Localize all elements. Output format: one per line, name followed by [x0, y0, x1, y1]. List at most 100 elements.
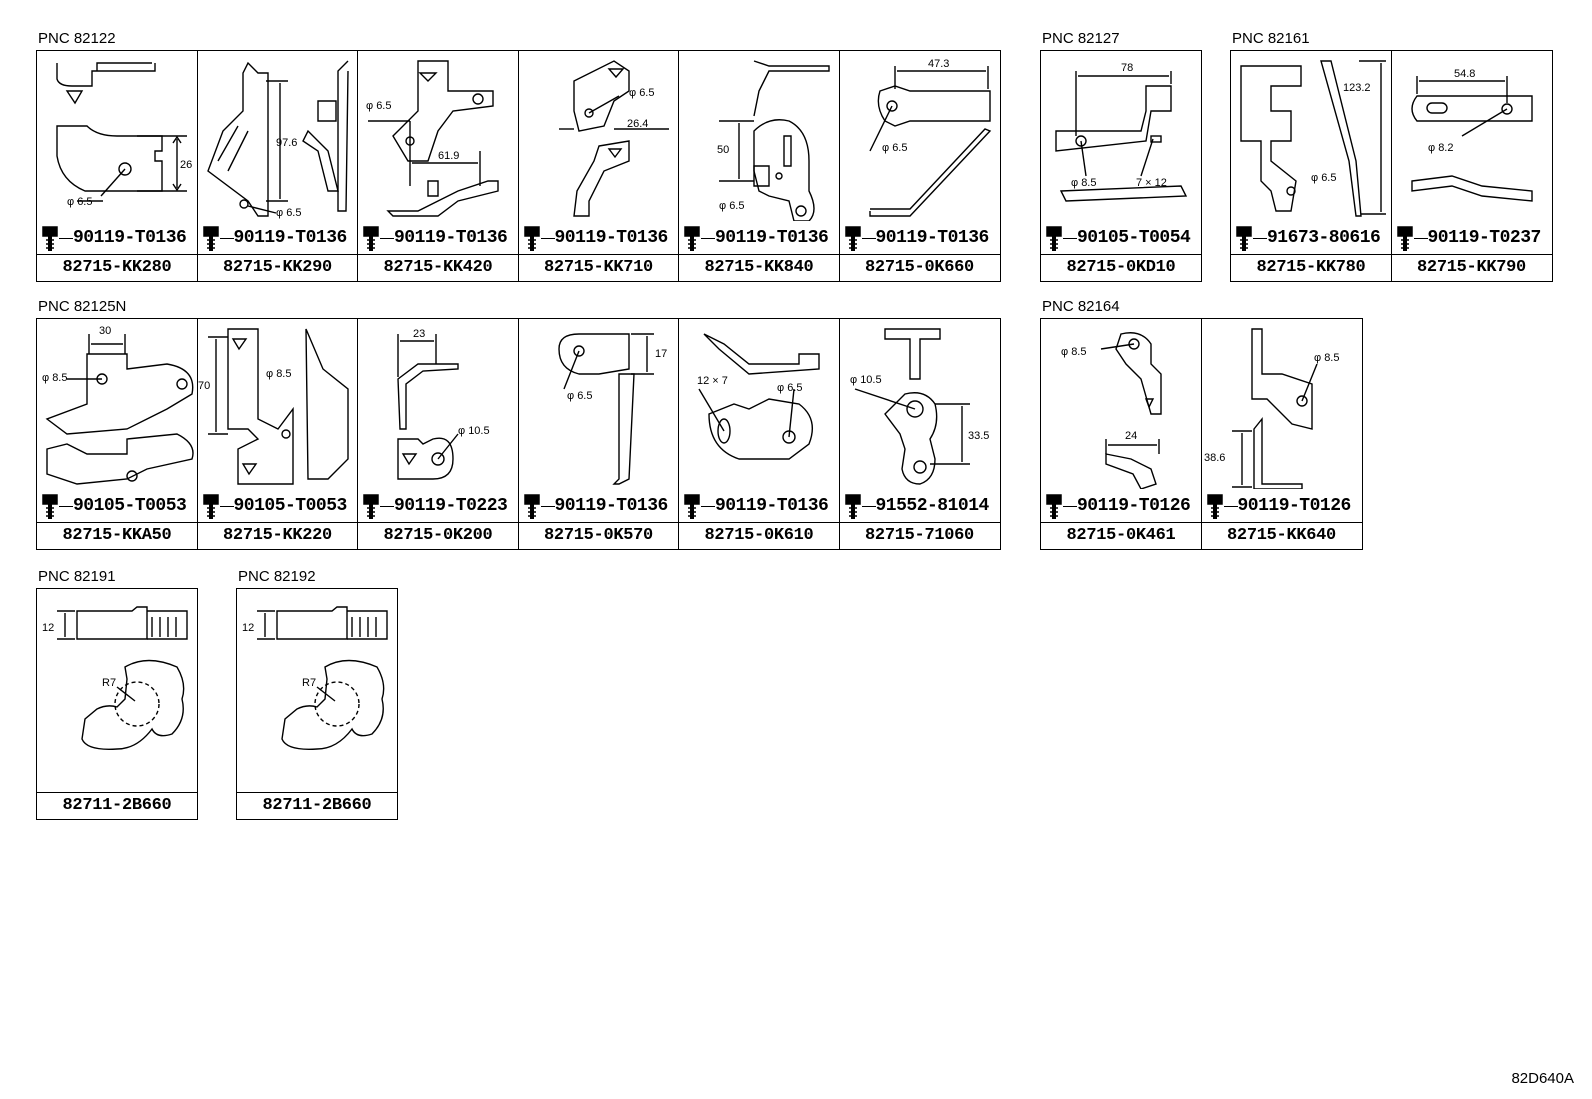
bracket-drawing: 78 φ 8.5 7 × 12	[1055, 62, 1188, 202]
bolt-leader	[1223, 506, 1238, 507]
dimension-label: 12	[242, 622, 254, 634]
bracket-drawing: 97.6 φ 6.5	[206, 60, 349, 219]
dimension-label: 47.3	[928, 58, 949, 70]
bolt-number: 90119-T0237	[1427, 228, 1542, 248]
bolt-row: 90119-T0136	[198, 223, 358, 253]
bolt-number: 90105-T0054	[1077, 228, 1191, 248]
bracket-drawing: 50 φ 6.5	[717, 60, 830, 221]
dimension-label: φ 8.2	[1428, 142, 1453, 154]
bolt-icon	[202, 494, 219, 519]
dimension-label: 17	[655, 348, 667, 360]
dimension-label: φ 10.5	[850, 374, 882, 386]
part-cell[interactable]: φ 10.5 33.5 91552-81014 82715-71060	[838, 318, 1001, 550]
bracket-drawing: 12 × 7 φ 6.5	[697, 333, 820, 460]
part-cell[interactable]: 78 φ 8.5 7 × 12 90105-T0054 82715-0KD10	[1040, 50, 1202, 282]
bolt-number: 90119-T0136	[715, 496, 829, 516]
dimension-label: φ 6.5	[719, 200, 744, 212]
part-cell[interactable]: 17 φ 6.5 90119-T0136 82715-0K570	[517, 318, 680, 550]
dimension-label: 54.8	[1454, 68, 1475, 80]
bolt-number: 90119-T0136	[233, 228, 348, 248]
group-label: PNC 82161	[1232, 30, 1310, 47]
dimension-label: R7	[302, 677, 316, 689]
bolt-icon	[684, 494, 700, 519]
part-cell[interactable]: φ 8.5 24 90119-T0126 82715-0K461	[1040, 318, 1202, 550]
part-cell[interactable]: φ 6.5 61.9 90119-T0136 82715-KK420	[357, 50, 519, 282]
bolt-row: 90119-T0136	[358, 223, 518, 253]
bolt-icon	[363, 494, 379, 519]
bolt-leader	[219, 506, 234, 507]
bracket-drawing: φ 6.5 61.9	[366, 60, 499, 217]
part-number: 82715-KK840	[679, 254, 839, 281]
bolt-row: 91673-80616	[1231, 223, 1391, 253]
group-label: PNC 82122	[38, 30, 116, 47]
part-cell[interactable]: 97.6 φ 6.5 90119-T0136 82715-KK290	[196, 50, 359, 282]
part-cell[interactable]: 26 φ 6.5 90119-T0136 82715-KK280	[36, 50, 198, 282]
bolt-icon	[844, 226, 861, 251]
dimension-label: φ 6.5	[1311, 172, 1336, 184]
part-cell[interactable]: 12 R7 82711-2B660	[236, 588, 398, 820]
dimension-label: 24	[1125, 430, 1137, 442]
part-number: 82715-KK780	[1231, 254, 1391, 281]
bolt-icon	[1046, 226, 1062, 251]
part-cell[interactable]: 54.8 φ 8.2 90119-T0237 82715-KK790	[1390, 50, 1553, 282]
dimension-label: 70	[198, 380, 210, 392]
dimension-label: 26	[180, 159, 192, 171]
part-number: 82715-KK710	[518, 254, 679, 281]
group-label: PNC 82125N	[38, 298, 127, 315]
group-label: PNC 82164	[1042, 298, 1120, 315]
dimension-label: 123.2	[1343, 82, 1371, 94]
part-cell[interactable]: 123.2 φ 6.5 91673-80616 82715-KK780	[1230, 50, 1392, 282]
bolt-number: 91552-81014	[875, 496, 990, 516]
bolt-number: 90119-T0223	[394, 496, 508, 516]
part-number: 82715-0KD10	[1041, 254, 1201, 281]
bracket-drawing: 30 φ 8.5	[42, 325, 194, 485]
bolt-row: 90119-T0136	[519, 223, 679, 253]
bolt-number: 90119-T0126	[1237, 496, 1352, 516]
bolt-icon	[1206, 494, 1223, 519]
bracket-drawing: 70 φ 8.5	[198, 328, 349, 485]
part-cell[interactable]: φ 6.5 26.4 90119-T0136 82715-KK710	[517, 50, 680, 282]
dimension-label: 38.6	[1204, 452, 1225, 464]
bolt-icon	[202, 226, 219, 251]
bolt-row: 90119-T0237	[1392, 223, 1552, 253]
part-cell[interactable]: φ 8.5 38.6 90119-T0126 82715-KK640	[1200, 318, 1363, 550]
dimension-label: φ 6.5	[567, 390, 592, 402]
bolt-row: 90119-T0136	[679, 491, 839, 521]
clip-drawing: 12 R7	[42, 606, 188, 750]
bolt-number: 90119-T0136	[875, 228, 990, 248]
bolt-leader	[1413, 238, 1428, 239]
bolt-number: 90119-T0136	[73, 228, 187, 248]
part-number: 82711-2B660	[37, 792, 197, 819]
group-label: PNC 82127	[1042, 30, 1120, 47]
dimension-label: φ 8.5	[1314, 352, 1339, 364]
part-cell[interactable]: 23 φ 10.5 90119-T0223 82715-0K200	[357, 318, 519, 550]
part-number: 82715-KKA50	[37, 522, 197, 549]
dimension-label: 23	[413, 328, 425, 340]
bolt-number: 90105-T0053	[73, 496, 187, 516]
part-cell[interactable]: 12 R7 82711-2B660	[36, 588, 198, 820]
part-cell[interactable]: 12 × 7 φ 6.5 90119-T0136 82715-0K610	[678, 318, 840, 550]
bracket-drawing: 123.2 φ 6.5	[1240, 60, 1386, 217]
part-number: 82715-71060	[839, 522, 1000, 549]
bolt-icon	[684, 226, 700, 251]
part-cell[interactable]: 47.3 φ 6.5 90119-T0136 82715-0K660	[838, 50, 1001, 282]
dimension-label: R7	[102, 677, 116, 689]
bracket-drawing: φ 8.5 38.6	[1204, 328, 1339, 489]
part-cell[interactable]: 50 φ 6.5 90119-T0136 82715-KK840	[678, 50, 840, 282]
part-number: 82715-KK220	[197, 522, 358, 549]
bolt-leader	[59, 506, 73, 507]
part-cell[interactable]: 30 φ 8.5 90105-T0053 82715-KKA50	[36, 318, 198, 550]
part-cell[interactable]: 70 φ 8.5 90105-T0053 82715-KK220	[196, 318, 359, 550]
bolt-leader	[861, 506, 876, 507]
dimension-label: φ 8.5	[1071, 177, 1096, 189]
bolt-icon	[1396, 226, 1413, 251]
part-number: 82711-2B660	[237, 792, 397, 819]
bolt-leader	[861, 238, 876, 239]
dimension-label: φ 8.5	[266, 368, 291, 380]
part-number: 82715-0K660	[839, 254, 1000, 281]
bolt-icon	[1046, 494, 1062, 519]
bolt-leader	[701, 506, 715, 507]
dimension-label: φ 8.5	[1061, 346, 1086, 358]
part-number: 82715-KK640	[1201, 522, 1362, 549]
bolt-leader	[540, 506, 555, 507]
